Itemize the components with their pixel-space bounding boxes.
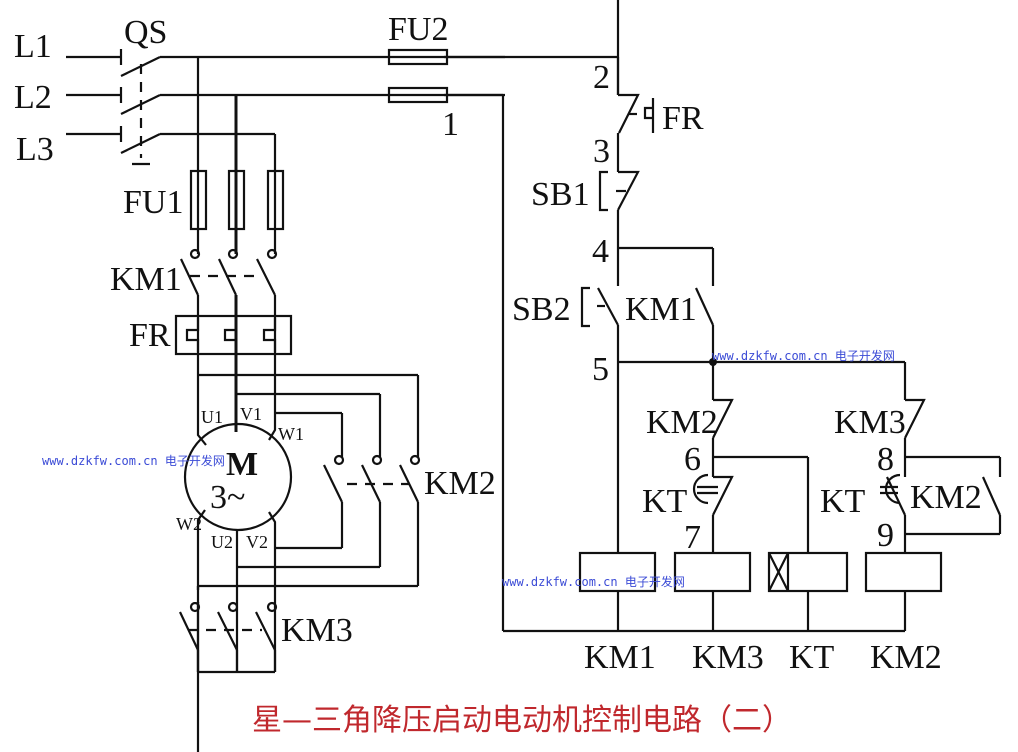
control-circuit: [503, 0, 1002, 633]
coil-label-kt: KT: [789, 639, 835, 676]
node-3: 3: [593, 133, 610, 170]
label-fu1: FU1: [123, 184, 183, 221]
node-7: 7: [684, 519, 701, 556]
fu2-fuse-2: [387, 86, 449, 104]
coil-label-km1: KM1: [584, 639, 656, 676]
fu2-fuse-1: [387, 48, 449, 66]
label-l2: L2: [14, 79, 52, 116]
node-6: 6: [684, 441, 701, 478]
node-1: 1: [442, 106, 459, 143]
km2-main-contacts: [323, 375, 421, 586]
node-8: 8: [877, 441, 894, 478]
label-w1: W1: [278, 424, 304, 444]
label-l1: L1: [14, 28, 52, 65]
motor-wiring: [183, 370, 418, 672]
node-2: 2: [593, 59, 610, 96]
watermark: www.dzkfw.com.cn 电子开发网: [502, 574, 685, 589]
label-u1: U1: [201, 407, 223, 427]
label-km2-hold: KM2: [910, 479, 982, 516]
label-km1-hold: KM1: [625, 291, 697, 328]
label-w2: W2: [176, 514, 202, 534]
coil-label-km3: KM3: [692, 639, 764, 676]
label-qs: QS: [124, 14, 167, 51]
label-v2: V2: [246, 532, 268, 552]
coil-label-km2: KM2: [870, 639, 942, 676]
km1-main-contacts: [180, 258, 277, 370]
label-km2-main: KM2: [424, 465, 496, 502]
node-4: 4: [592, 233, 609, 270]
label-km3-interlock: KM3: [834, 404, 906, 441]
control-feed-lines: [444, 55, 620, 631]
label-l3: L3: [16, 131, 54, 168]
label-fr-contact: FR: [662, 100, 704, 137]
label-km2-interlock: KM2: [646, 404, 718, 441]
coil-km2: [864, 551, 943, 593]
motor-label: M: [226, 446, 258, 483]
km3-main-contacts: [179, 586, 278, 752]
label-km1-main: KM1: [110, 261, 182, 298]
label-sb1: SB1: [531, 176, 590, 213]
watermark: www.dzkfw.com.cn 电子开发网: [712, 348, 895, 363]
label-v1: V1: [240, 404, 262, 424]
diagram-title: 星—三角降压启动电动机控制电路（二）: [252, 703, 792, 738]
motor-phase-label: 3~: [210, 479, 245, 516]
label-fr-main: FR: [129, 317, 171, 354]
fu1-feed: [189, 57, 285, 260]
label-u2: U2: [211, 532, 233, 552]
node-9: 9: [877, 517, 894, 554]
label-sb2: SB2: [512, 291, 571, 328]
node-5: 5: [592, 351, 609, 388]
coil-km3: [673, 551, 752, 593]
fr-thermal-element: [174, 314, 293, 356]
label-fu2: FU2: [388, 11, 448, 48]
label-kt-nc: KT: [642, 483, 688, 520]
label-kt-no: KT: [820, 483, 866, 520]
watermark: www.dzkfw.com.cn 电子开发网: [42, 453, 225, 468]
label-km3-main: KM3: [281, 612, 353, 649]
coil-kt: [767, 551, 849, 593]
